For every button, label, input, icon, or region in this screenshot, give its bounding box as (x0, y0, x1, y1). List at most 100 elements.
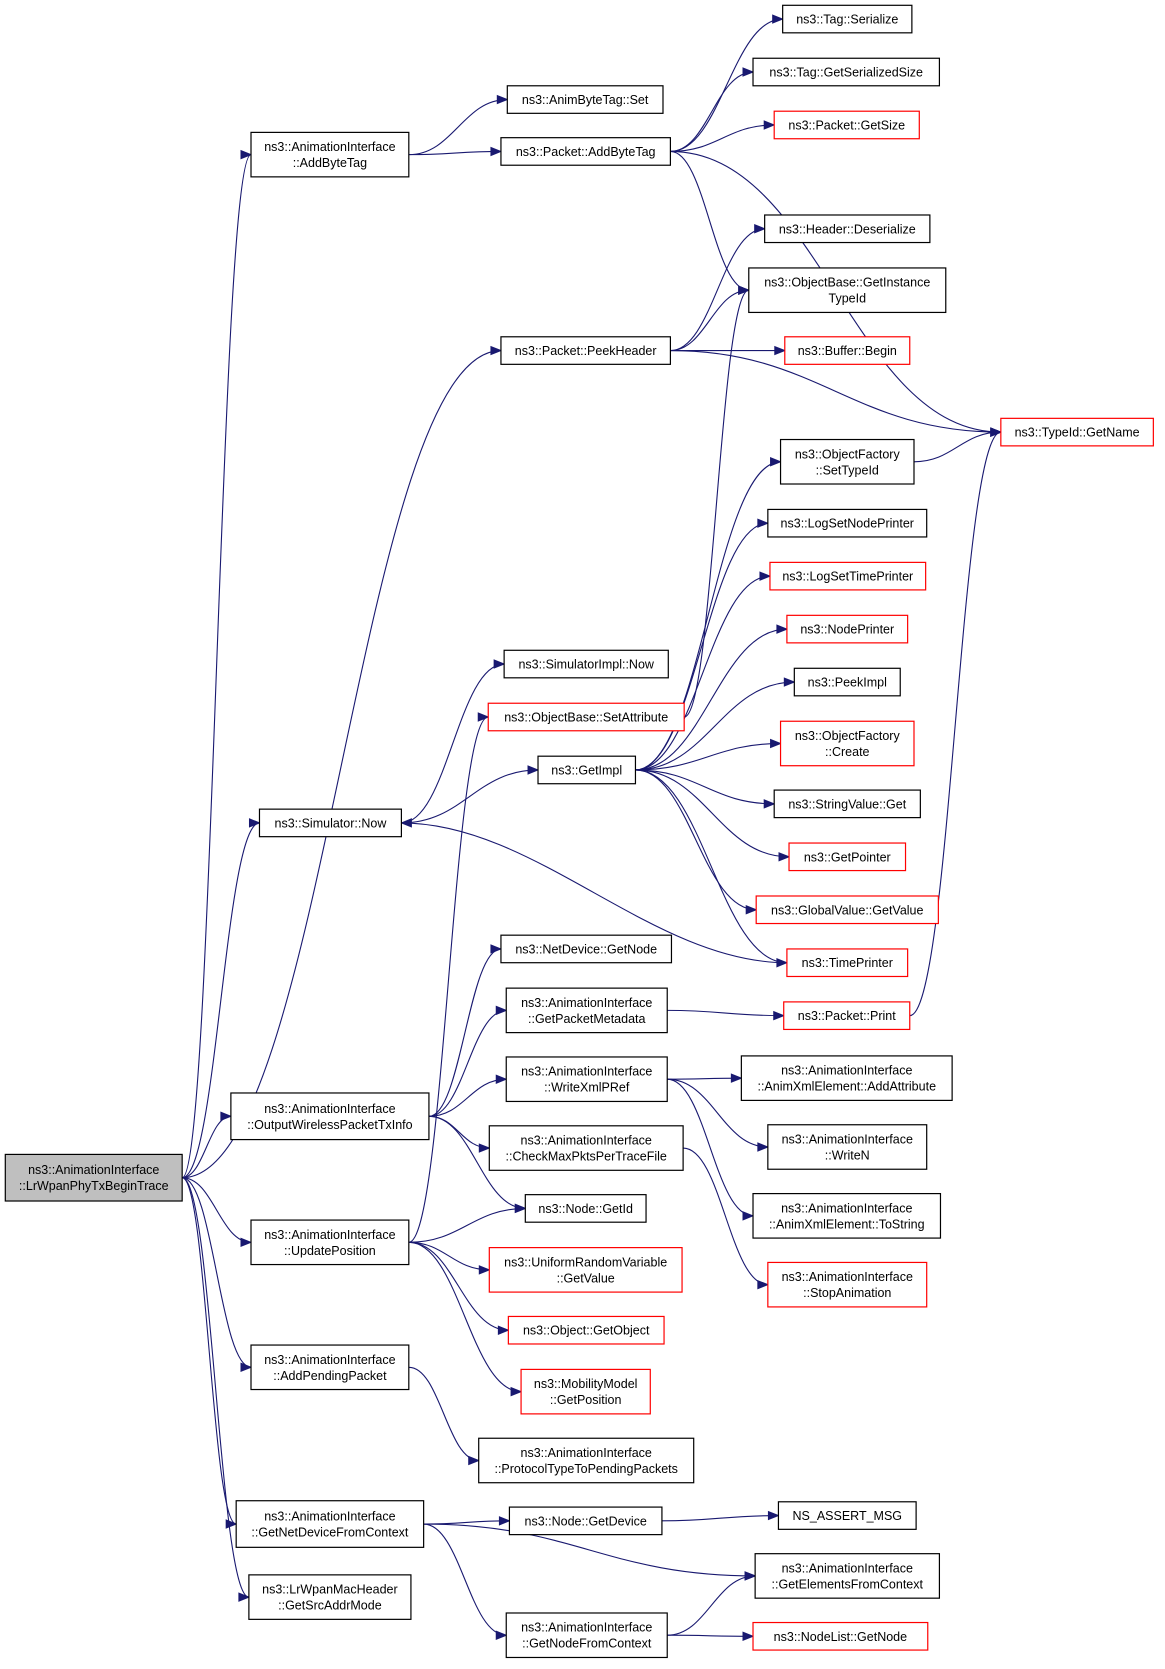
node-box (500, 137, 672, 166)
edge-updatePosition-to-mobilityGetPos (408, 1241, 523, 1397)
node-objFactSetTypeId[interactable]: ns3::ObjectFactory::SetTypeId (779, 438, 915, 485)
edge-getNodeFromCtx-to-nodeListGetNode (667, 1631, 755, 1642)
node-timePrinter[interactable]: ns3::TimePrinter (786, 948, 909, 978)
edge-getImpl-to-objFactCreate (635, 738, 782, 771)
node-label: ns3::AnimationInterface (781, 1201, 912, 1215)
node-mobilityGetPos[interactable]: ns3::MobilityModel::GetPosition (520, 1368, 651, 1415)
node-typeIdGetName[interactable]: ns3::TypeId::GetName (1000, 417, 1154, 447)
arrowhead (754, 224, 767, 234)
node-addPending[interactable]: ns3::AnimationInterface::AddPendingPacke… (250, 1344, 410, 1391)
node-label: ::Create (825, 745, 870, 759)
arrowhead (763, 799, 776, 809)
node-checkMaxPkts[interactable]: ns3::AnimationInterface::CheckMaxPktsPer… (488, 1125, 684, 1171)
node-bufferBegin[interactable]: ns3::Buffer::Begin (784, 336, 911, 365)
node-getElemsFromCtx[interactable]: ns3::AnimationInterface::GetElementsFrom… (754, 1553, 941, 1599)
edge-getNodeFromCtx-to-getElemsFromCtx (667, 1571, 757, 1636)
node-animXmlAddAttr[interactable]: ns3::AnimationInterface::AnimXmlElement:… (740, 1055, 953, 1101)
node-headerDeser[interactable]: ns3::Header::Deserialize (764, 214, 931, 244)
edge-objFactSetTypeId-to-typeIdGetName (913, 427, 1003, 463)
node-netDevGetNode[interactable]: ns3::NetDevice::GetNode (500, 934, 673, 964)
node-tagGetSerSize[interactable]: ns3::Tag::GetSerializedSize (752, 57, 941, 87)
node-box (507, 1315, 665, 1345)
node-box (769, 561, 927, 591)
node-label: ns3::PeekImpl (808, 676, 887, 690)
arrowhead (490, 345, 503, 356)
edge-getImpl-to-getPointer (635, 769, 791, 862)
edge-writeXmlPRef-to-writeN (667, 1078, 770, 1152)
node-root[interactable]: ns3::AnimationInterface::LrWpanPhyTxBegi… (4, 1153, 183, 1202)
node-packetGetSize[interactable]: ns3::Packet::GetSize (773, 110, 920, 140)
arrowhead (730, 1073, 743, 1083)
arrowhead (990, 427, 1003, 437)
node-nodeListGetNode[interactable]: ns3::NodeList::GetNode (752, 1621, 929, 1651)
edge-root-to-outputWireless (182, 1111, 233, 1179)
node-label: ns3::AnimationInterface (264, 1228, 395, 1242)
node-nsAssertMsg[interactable]: NS_ASSERT_MSG (777, 1501, 917, 1530)
node-writeXmlPRef[interactable]: ns3::AnimationInterface::WriteXmlPRef (505, 1056, 668, 1103)
edge-objSetAttr-to-objBaseGetITI (683, 285, 751, 718)
node-logSetTimePrinter[interactable]: ns3::LogSetTimePrinter (769, 561, 927, 591)
node-box (258, 808, 402, 838)
node-box (506, 85, 664, 114)
node-box (764, 214, 931, 244)
arrowhead (770, 457, 782, 467)
node-box (478, 1437, 695, 1484)
node-box (767, 1261, 928, 1308)
arrowhead (514, 1203, 527, 1214)
node-getImpl[interactable]: ns3::GetImpl (537, 755, 637, 785)
node-label: ::GetPacketMetadata (528, 1012, 645, 1026)
node-packetPrint[interactable]: ns3::Packet::Print (783, 1001, 911, 1031)
node-lrwpanMac[interactable]: ns3::LrWpanMacHeader::GetSrcAddrMode (248, 1574, 412, 1620)
node-getNodeFromCtx[interactable]: ns3::AnimationInterface::GetNodeFromCont… (505, 1612, 668, 1659)
node-objSetAttr[interactable]: ns3::ObjectBase::SetAttribute (487, 702, 685, 732)
node-stringValueGet[interactable]: ns3::StringValue::Get (773, 789, 921, 819)
edge-updatePosition-to-objSetAttr (408, 712, 490, 1243)
arrowhead (478, 1143, 491, 1153)
node-animXmlToString[interactable]: ns3::AnimationInterface::AnimXmlElement:… (752, 1192, 942, 1239)
node-objGetObject[interactable]: ns3::Object::GetObject (507, 1315, 665, 1345)
node-label: ns3::Packet::GetSize (788, 118, 905, 132)
edge-timePrinter-to-simNow (400, 818, 787, 964)
node-protoTypeToPending[interactable]: ns3::AnimationInterface::ProtocolTypeToP… (478, 1437, 695, 1484)
node-box (500, 934, 673, 964)
node-packetPeekHeader[interactable]: ns3::Packet::PeekHeader (500, 336, 672, 365)
node-updatePosition[interactable]: ns3::AnimationInterface::UpdatePosition (250, 1219, 410, 1266)
edge-root-to-packetPeekHeader (182, 345, 503, 1179)
node-objFactCreate[interactable]: ns3::ObjectFactory::Create (779, 720, 915, 767)
node-box (235, 1500, 425, 1548)
node-label: ns3::Object::GetObject (523, 1324, 650, 1338)
node-getPacketMeta[interactable]: ns3::AnimationInterface::GetPacketMetada… (505, 987, 668, 1034)
node-label: ns3::Node::GetDevice (525, 1514, 647, 1528)
node-label: ns3::NodeList::GetNode (774, 1630, 907, 1644)
node-logSetNodePrinter[interactable]: ns3::LogSetNodePrinter (767, 508, 928, 538)
node-peekImpl[interactable]: ns3::PeekImpl (793, 667, 901, 697)
arrowhead (495, 1074, 508, 1084)
node-globalValueGet[interactable]: ns3::GlobalValue::GetValue (755, 895, 939, 925)
node-getPointer[interactable]: ns3::GetPointer (788, 842, 907, 872)
node-box (250, 131, 410, 178)
node-getNetDevFromCtx[interactable]: ns3::AnimationInterface::GetNetDeviceFro… (235, 1500, 425, 1548)
arrowhead (757, 518, 770, 528)
node-uniformRV[interactable]: ns3::UniformRandomVariable::GetValue (488, 1247, 683, 1293)
node-addByteTagAI[interactable]: ns3::AnimationInterface::AddByteTag (250, 131, 410, 178)
edge-writeXmlPRef-to-animXmlAddAttr (667, 1073, 743, 1083)
node-label: ns3::NodePrinter (800, 623, 894, 637)
node-stopAnimation[interactable]: ns3::AnimationInterface::StopAnimation (767, 1261, 928, 1308)
node-label: ns3::Tag::GetSerializedSize (769, 66, 923, 80)
node-packetAddByteTag[interactable]: ns3::Packet::AddByteTag (500, 137, 672, 166)
node-outputWireless[interactable]: ns3::AnimationInterface::OutputWirelessP… (230, 1092, 430, 1141)
node-animByteTagSet[interactable]: ns3::AnimByteTag::Set (506, 85, 664, 114)
node-box (488, 1247, 683, 1293)
node-label: ns3::AnimationInterface (782, 1270, 913, 1284)
node-tagSerialize[interactable]: ns3::Tag::Serialize (782, 4, 913, 34)
node-simNow[interactable]: ns3::Simulator::Now (258, 808, 402, 838)
edge-outputWireless-to-netDevGetNode (428, 944, 503, 1117)
node-nodePrinter[interactable]: ns3::NodePrinter (786, 614, 909, 644)
node-nodeGetId[interactable]: ns3::Node::GetId (524, 1194, 647, 1223)
arrowhead (757, 1279, 770, 1290)
node-nodeGetDevice[interactable]: ns3::Node::GetDevice (508, 1506, 663, 1536)
node-simImplNow[interactable]: ns3::SimulatorImpl::Now (503, 649, 669, 679)
node-writeN[interactable]: ns3::AnimationInterface::WriteN (767, 1124, 928, 1170)
node-label: ns3::ObjectBase::SetAttribute (504, 711, 668, 725)
